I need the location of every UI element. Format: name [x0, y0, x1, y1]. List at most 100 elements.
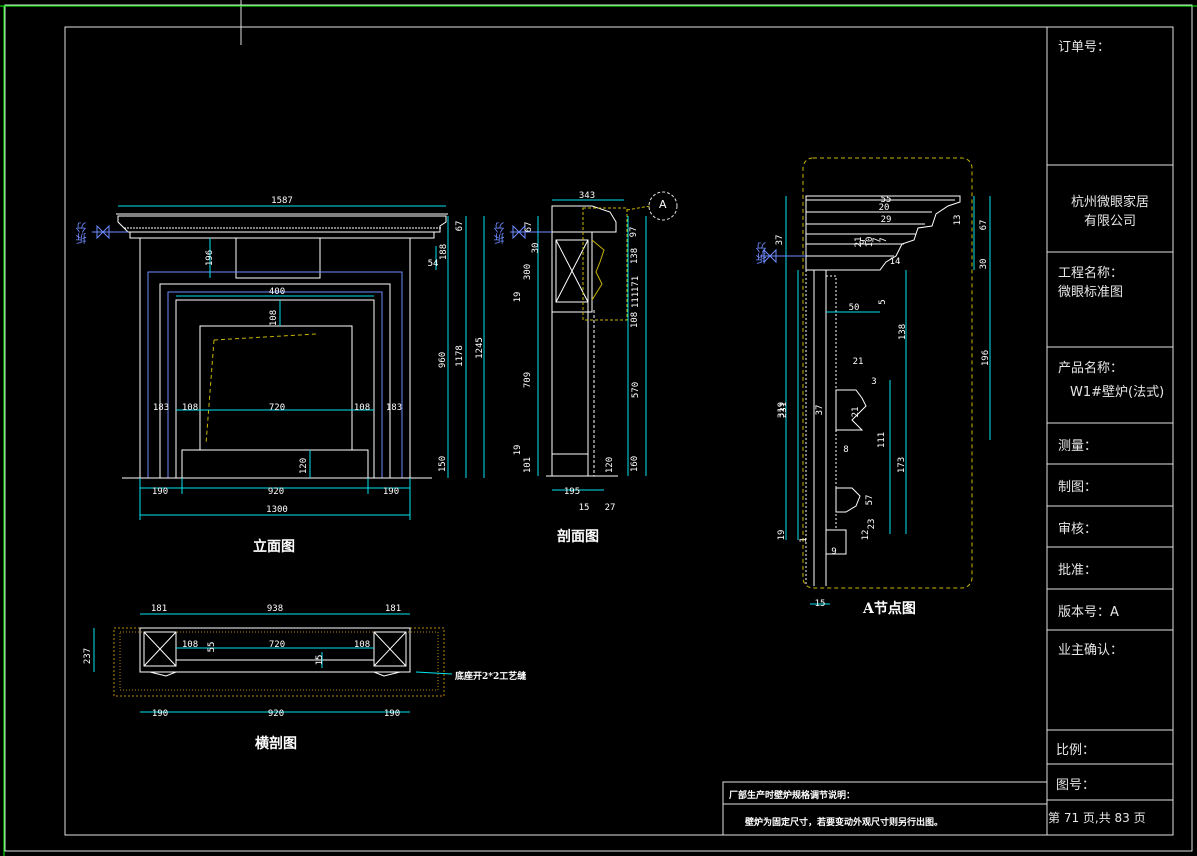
- dimension-label-detail: 21: [853, 357, 864, 367]
- caption-section: 剖面图: [557, 529, 599, 545]
- product-name-label: 产品名称：: [1058, 361, 1124, 376]
- dimension-label-detail: 1: [799, 537, 809, 542]
- dimension-label-section: 101: [523, 457, 533, 473]
- section-view: [510, 191, 678, 491]
- dimension-label-cross: 108: [354, 640, 370, 650]
- dimension-label-detail: 57: [865, 495, 875, 506]
- product-name-value: W1#壁炉(法式): [1070, 385, 1165, 400]
- dimension-label-detail: 196: [981, 350, 991, 366]
- dimension-label-detail: 138: [898, 324, 908, 340]
- dimension-label-detail: 67: [979, 220, 989, 231]
- dimension-label-detail: 19: [777, 530, 787, 541]
- dimension-label-cross: 920: [268, 709, 284, 719]
- notes-box: [722, 781, 1048, 836]
- split-label-section: 拆分: [493, 222, 506, 244]
- title-block-grid: [1046, 27, 1173, 835]
- dimension-label-section: 19: [513, 292, 523, 303]
- dimension-label-section: 15: [579, 503, 590, 513]
- dimension-label-cross: 938: [267, 604, 283, 614]
- dimension-label-detail: 10: [865, 237, 875, 248]
- dimension-label-detail: 12: [861, 530, 871, 541]
- owner-confirm-label: 业主确认：: [1058, 643, 1124, 658]
- dimension-label-cross: 15: [315, 655, 325, 666]
- dimension-label-section: 19: [513, 445, 523, 456]
- dimension-label-section: 111: [631, 292, 641, 308]
- dimension-label-elevation: 196: [205, 250, 215, 266]
- approve-label: 批准：: [1058, 563, 1098, 578]
- dimension-label-detail: 5: [878, 299, 888, 304]
- dimension-label-elevation: 190: [383, 487, 399, 497]
- dimension-label-detail: 29: [881, 215, 892, 225]
- dimension-label-elevation: 920: [268, 487, 284, 497]
- dimension-label-detail: 50: [849, 303, 860, 313]
- company-name-line2: 有限公司: [1083, 214, 1136, 229]
- dimension-label-elevation: 960: [438, 352, 448, 368]
- sheet-border-outer: [4, 4, 1193, 852]
- dimension-label-section: 67: [524, 222, 534, 233]
- review-label: 审核：: [1058, 522, 1098, 537]
- dimension-label-elevation: 190: [152, 487, 168, 497]
- dimension-label-cross: 181: [385, 604, 401, 614]
- split-label-detail: 拆分: [755, 242, 768, 264]
- dimension-label-section: 138: [630, 248, 640, 264]
- dimension-label-detail: 9: [859, 239, 869, 244]
- dimension-label-detail: 30: [979, 259, 989, 270]
- dimension-label-cross: 55: [207, 642, 217, 653]
- caption-elevation: 立面图: [253, 539, 295, 555]
- dimension-label-detail: 37: [815, 405, 825, 416]
- dimension-label-detail: 7: [872, 237, 882, 242]
- dimension-label-detail: 319: [777, 402, 787, 418]
- dimension-label-elevation: 183: [153, 403, 169, 413]
- dimension-label-detail: 21: [854, 237, 864, 248]
- caption-cross-section: 横剖图: [255, 736, 297, 752]
- sheet-border-inner: [64, 26, 1174, 836]
- dimension-label-section: 97: [629, 227, 639, 238]
- dimension-label-section: 195: [564, 487, 580, 497]
- dimension-label-detail: 7: [879, 237, 889, 242]
- drawing-number-label: 图号：: [1056, 778, 1096, 793]
- dimension-label-detail: 20: [879, 203, 890, 213]
- dimension-label-section: 108: [630, 312, 640, 328]
- page-indicator: 第 71 页,共 83 页: [1048, 811, 1146, 825]
- dimension-label-cross: 108: [182, 640, 198, 650]
- detail-marker-label: A: [659, 198, 667, 211]
- dimension-label-section: 343: [579, 191, 595, 201]
- dimension-label-section: 300: [523, 264, 533, 280]
- drafting-label: 制图：: [1058, 480, 1098, 495]
- dimension-label-cross: 237: [83, 648, 93, 664]
- project-name-value: 微眼标准图: [1058, 285, 1124, 300]
- dimension-label-elevation: 1587: [271, 196, 293, 206]
- dimension-label-detail: 13: [953, 215, 963, 226]
- dimension-label-elevation: 108: [269, 310, 279, 326]
- dimension-label-detail: 14: [890, 257, 901, 267]
- dimension-label-section: 171: [631, 276, 641, 292]
- cross-section-note: 底座开2*2工艺缝: [455, 672, 527, 682]
- dimension-label-elevation: 183: [386, 403, 402, 413]
- dimension-label-elevation: 720: [269, 403, 285, 413]
- dimension-label-cross: 190: [152, 709, 168, 719]
- dimension-label-elevation: 108: [354, 403, 370, 413]
- dimension-label-section: 160: [630, 456, 640, 472]
- dimension-label-detail: 8: [843, 445, 848, 455]
- dimension-label-detail: 15: [815, 599, 826, 609]
- measure-label: 测量：: [1058, 439, 1098, 454]
- dimension-label-detail: 231: [779, 402, 789, 418]
- dimension-label-detail: 173: [897, 457, 907, 473]
- dimension-label-detail: 111: [877, 432, 887, 448]
- dimension-label-detail: 3: [871, 377, 876, 387]
- version-label: 版本号：A: [1058, 605, 1119, 620]
- split-label-elevation: 拆分: [75, 222, 88, 244]
- dimension-label-detail: 23: [867, 519, 877, 530]
- detail-a-view: [760, 157, 991, 605]
- dimension-label-elevation: 54: [428, 259, 439, 269]
- dimension-label-detail: 9: [831, 547, 836, 557]
- dimension-label-elevation: 188: [439, 244, 449, 260]
- dimension-label-detail: 55: [881, 195, 892, 205]
- dimension-label-elevation: 108: [182, 403, 198, 413]
- dimension-label-elevation: 1300: [266, 505, 288, 515]
- dimension-label-section: 709: [523, 372, 533, 388]
- dimension-label-section: 120: [605, 457, 615, 473]
- scale-label: 比例：: [1056, 743, 1096, 758]
